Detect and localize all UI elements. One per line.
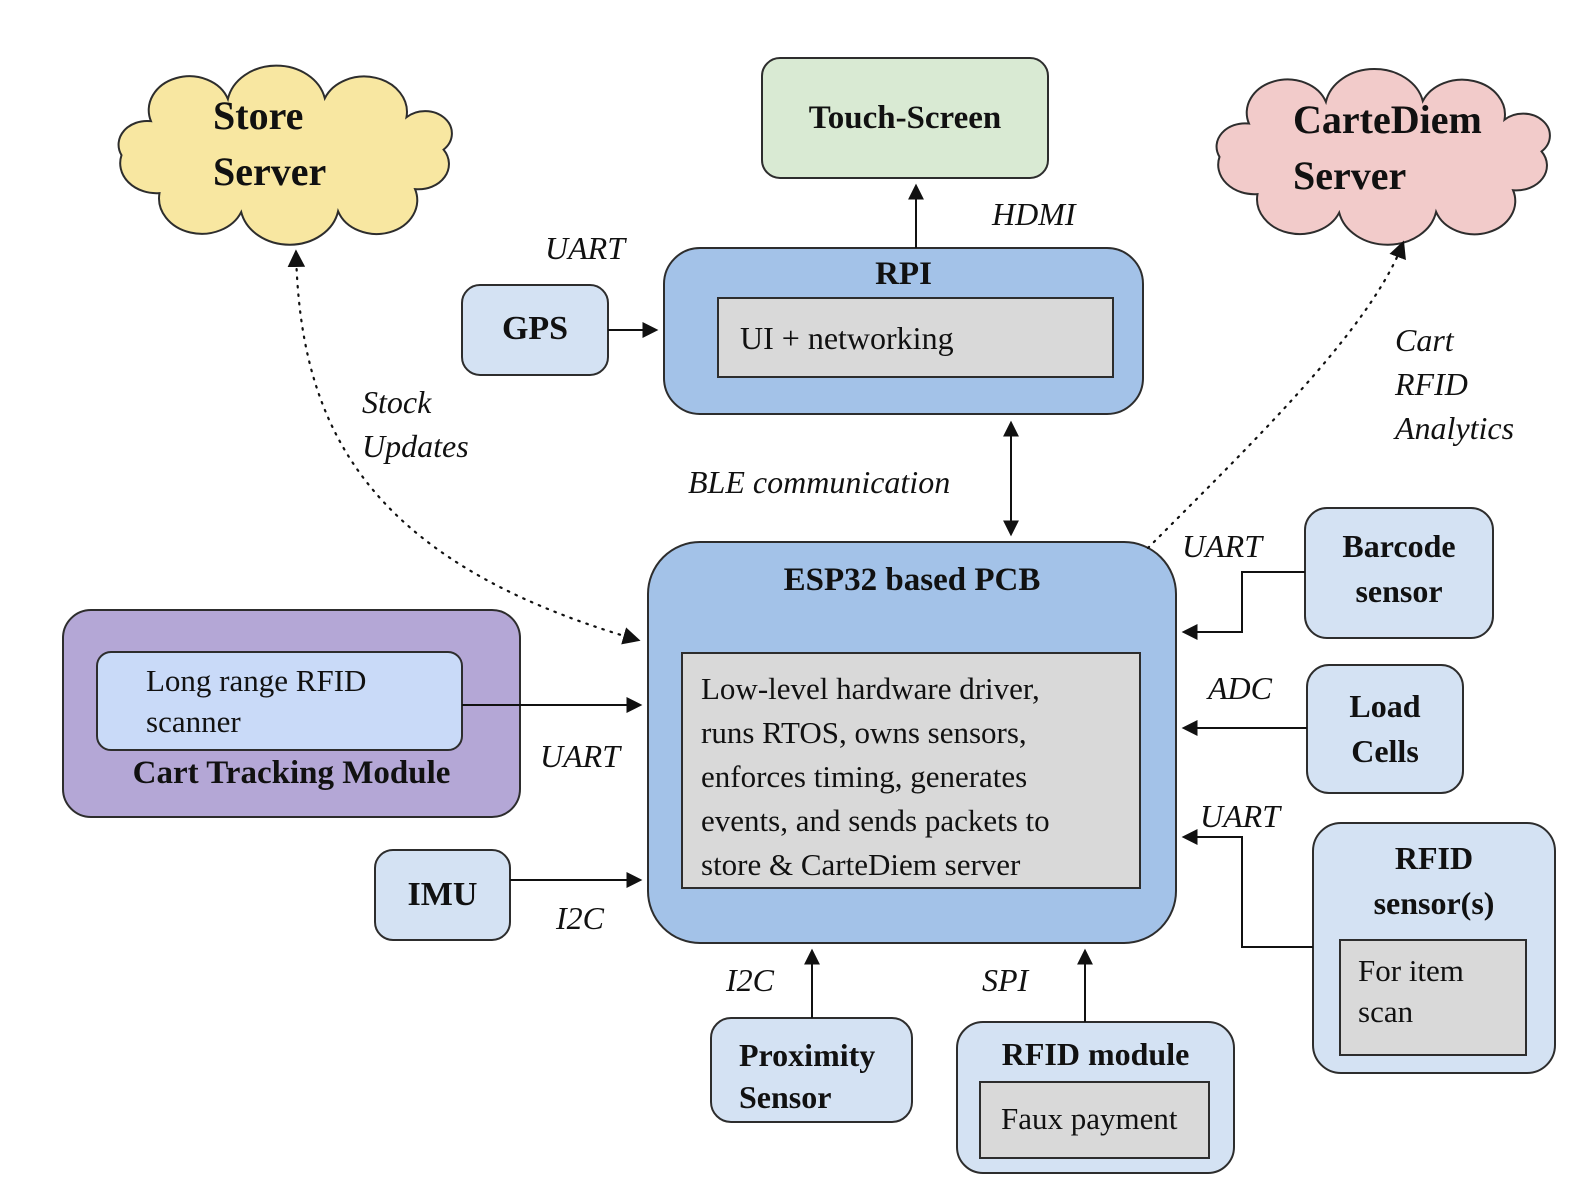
cartediem-server-cloud <box>1217 69 1550 245</box>
touch-screen-label: Touch-Screen <box>808 100 1002 136</box>
gps-label: GPS <box>501 310 569 347</box>
ble-label: BLE communication <box>688 464 951 500</box>
touch-screen-box <box>761 57 1049 179</box>
uart-cart-label: UART <box>540 738 620 774</box>
store-server-dotted-link <box>287 249 641 645</box>
esp32-body: Low-level hardware driver, runs RTOS, ow… <box>701 671 1050 882</box>
rpi-inner-box <box>717 297 1114 378</box>
barcode-uart-connector <box>1181 571 1305 640</box>
cart-tracking-inner-label: Long range RFID scanner <box>146 663 367 739</box>
esp32-title: ESP32 based PCB <box>783 562 1041 598</box>
i2c-proximity-label: I2C <box>726 962 774 998</box>
i2c-imu-label: I2C <box>556 900 604 936</box>
esp32-inner-box <box>681 652 1141 889</box>
hdmi-label: HDMI <box>992 196 1076 232</box>
load-cells-label: Load Cells <box>1349 688 1421 769</box>
stock-updates-label: Stock Updates <box>362 384 469 464</box>
cart-tracking-title: Cart Tracking Module <box>132 755 451 791</box>
rfid-sensors-inner-label: For item scan <box>1358 953 1464 1029</box>
adc-label: ADC <box>1208 670 1272 706</box>
rfid-module-inner-label: Faux payment <box>1001 1101 1178 1136</box>
cart-rfid-analytics-label: Cart RFID Analytics <box>1395 322 1515 446</box>
imu-box <box>374 849 511 941</box>
rpi-body: UI + networking <box>740 320 954 356</box>
uart-rfid-sensors-label: UART <box>1200 798 1280 834</box>
cartediem-dotted-link <box>1146 240 1406 550</box>
barcode-sensor-label: Barcode sensor <box>1342 528 1456 609</box>
uart-gps-label: UART <box>545 230 625 266</box>
rfid-module-title: RFID module <box>1001 1036 1190 1072</box>
spi-label: SPI <box>982 962 1029 998</box>
cart-tracking-inner-box <box>96 651 463 751</box>
proximity-sensor-label: Proximity Sensor <box>739 1037 876 1115</box>
store-server-cloud <box>119 66 452 245</box>
uart-barcode-label: UART <box>1182 528 1262 564</box>
rfid-sensors-inner-box <box>1339 939 1527 1056</box>
rpi-title: RPI <box>875 256 932 292</box>
cartediem-server-label: CarteDiem Server <box>1293 97 1482 198</box>
rfid-module-inner-box <box>979 1081 1210 1159</box>
rfid-sensors-uart-connector <box>1181 829 1313 948</box>
store-server-label: Store Server <box>213 93 327 194</box>
imu-label: IMU <box>407 876 478 913</box>
rfid-sensors-title: RFID sensor(s) <box>1373 840 1495 921</box>
